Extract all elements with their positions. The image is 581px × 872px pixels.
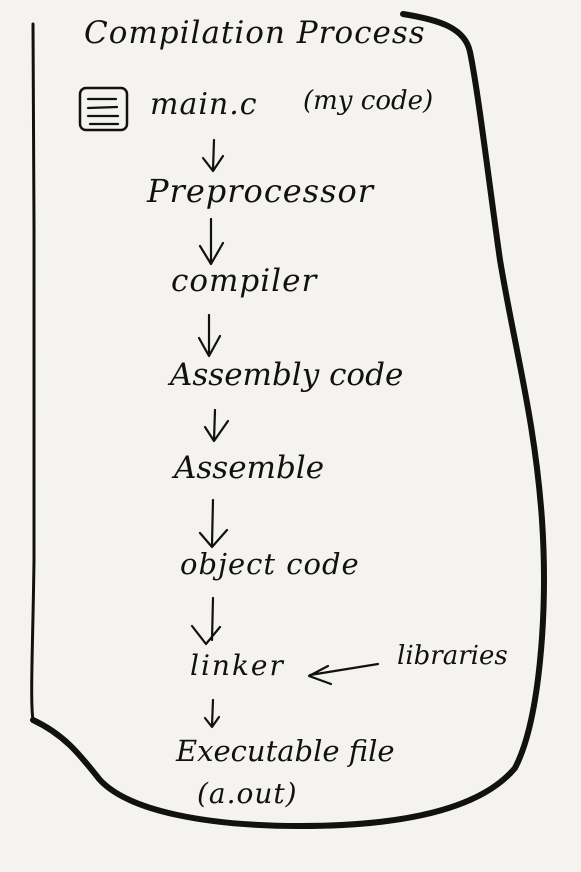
node-libraries: libraries [397,641,508,671]
left-arrow-libraries [307,662,380,686]
node-executable-name: (a.out) [197,777,298,810]
node-object-code: object code [180,547,360,581]
node-linker: linker [190,649,285,682]
diagram-title: Compilation Process [84,15,426,51]
node-main-file: main.c [150,87,258,122]
down-arrow-6 [190,596,222,646]
down-arrow-3 [197,313,222,358]
node-assemble: Assemble [174,450,325,486]
down-arrow-5 [198,498,229,549]
down-arrow-7 [203,698,221,729]
frame-left-line [30,22,36,722]
down-arrow-2 [198,217,225,266]
down-arrow-1 [201,138,225,173]
down-arrow-4 [203,408,230,443]
node-main-file-note: (my code) [303,86,434,116]
frame-border [30,11,547,829]
node-assembly-code: Assembly code [170,357,404,393]
node-compiler: compiler [171,263,318,299]
node-executable-file: Executable file [176,734,395,768]
node-preprocessor: Preprocessor [147,172,375,210]
document-icon [78,86,129,132]
